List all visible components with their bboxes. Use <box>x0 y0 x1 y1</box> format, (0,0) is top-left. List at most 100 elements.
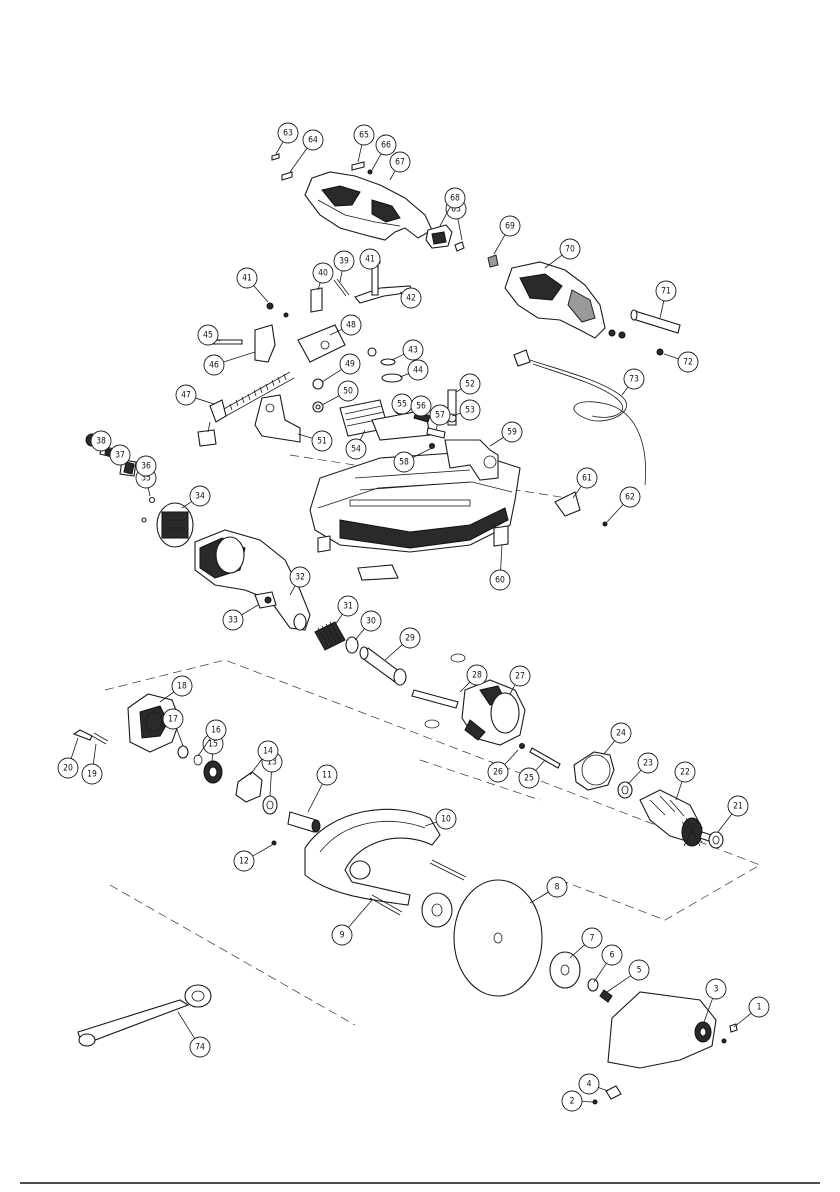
callout-number: 38 <box>96 437 106 447</box>
callout-71: 71 <box>656 281 676 318</box>
callout-number: 62 <box>625 493 635 503</box>
callout-57: 57 <box>430 405 450 430</box>
callout-number: 33 <box>228 616 238 626</box>
callout-leader-line <box>604 741 615 754</box>
callout-number: 50 <box>343 387 353 397</box>
callout-23: 23 <box>628 753 658 784</box>
callout-number: 5 <box>637 966 642 976</box>
callout-leader-line <box>355 629 365 640</box>
callout-number: 69 <box>505 222 515 232</box>
clip-45-46 <box>212 303 288 362</box>
callout-leader-line <box>224 352 255 362</box>
callout-number: 6 <box>610 951 615 961</box>
callout-61: 61 <box>573 468 597 498</box>
callout-number: 66 <box>381 141 391 151</box>
callout-number: 23 <box>643 759 653 769</box>
callout-leader-line <box>501 545 502 570</box>
callout-number: 26 <box>493 768 503 778</box>
wheel-guard-part <box>305 809 440 905</box>
callout-number: 71 <box>661 287 671 297</box>
callout-leader-line <box>322 369 342 382</box>
callout-number: 16 <box>211 726 221 736</box>
callout-leader-line <box>607 504 623 522</box>
callout-number: 42 <box>406 294 416 304</box>
callout-leader-line <box>660 301 664 318</box>
callout-leader-line <box>494 235 505 254</box>
callout-number: 1 <box>757 1003 762 1013</box>
air-guide-part <box>574 752 614 790</box>
bracket-plate-part <box>298 325 345 362</box>
callout-25: 25 <box>519 760 545 788</box>
callout-leader-line <box>400 374 409 377</box>
callout-number: 8 <box>555 883 560 893</box>
lock-pin-parts <box>74 730 108 744</box>
cutting-wheel-part <box>454 880 542 996</box>
callout-number: 4 <box>587 1080 592 1090</box>
pins-39-40 <box>311 279 349 312</box>
callout-7: 7 <box>570 928 602 958</box>
screw-25-pin-26 <box>520 744 561 769</box>
callout-leader-line <box>582 1101 593 1102</box>
callout-leader-line <box>270 772 271 796</box>
callout-number: 45 <box>203 331 213 341</box>
callout-60: 60 <box>490 545 510 590</box>
callout-number: 46 <box>209 361 219 371</box>
callout-leader-line <box>182 502 192 508</box>
callout-59: 59 <box>490 422 522 446</box>
callout-leader-line <box>242 605 258 615</box>
callout-number: 24 <box>616 729 626 739</box>
callout-leader-line <box>718 814 732 832</box>
callout-leader-line <box>594 963 606 982</box>
callout-number: 14 <box>263 747 273 757</box>
spring-part <box>315 622 345 650</box>
callout-number: 18 <box>177 682 187 692</box>
callout-34: 34 <box>182 486 210 508</box>
callout-29: 29 <box>385 628 420 660</box>
callout-74: 74 <box>178 1012 210 1057</box>
callout-47: 47 <box>176 385 214 405</box>
callout-number: 63 <box>283 129 293 139</box>
callout-62: 62 <box>607 487 640 522</box>
lock-lever-part <box>355 259 412 382</box>
callout-70: 70 <box>545 239 580 268</box>
callout-number: 68 <box>450 194 460 204</box>
callout-number: 17 <box>168 715 178 725</box>
callout-number: 73 <box>629 375 639 385</box>
callout-26: 26 <box>488 750 518 782</box>
bearing-21 <box>709 832 723 848</box>
callout-number: 53 <box>465 406 475 416</box>
callout-number: 37 <box>115 451 125 461</box>
callout-number: 72 <box>683 358 693 368</box>
callout-41: 41 <box>237 268 268 302</box>
callout-number: 60 <box>495 576 505 586</box>
callout-number: 32 <box>295 573 305 583</box>
callout-leader-line <box>358 145 362 162</box>
callout-leader-line <box>505 750 518 765</box>
callout-36: 36 <box>132 456 156 476</box>
vise-bracket-part <box>255 395 300 442</box>
armature-part <box>640 790 714 846</box>
callout-18: 18 <box>160 676 192 702</box>
callout-leader-line <box>290 148 307 172</box>
callout-leader-line <box>676 782 682 800</box>
callout-51: 51 <box>298 431 332 451</box>
callout-1: 1 <box>734 997 769 1027</box>
nut-72 <box>657 349 663 355</box>
callout-leader-line <box>148 488 150 496</box>
callout-leader-line <box>458 219 462 240</box>
callout-63: 63 <box>276 123 298 154</box>
callout-20: 20 <box>58 738 78 778</box>
callout-65: 65 <box>354 125 374 162</box>
callout-leader-line <box>436 425 437 430</box>
callout-50: 50 <box>322 381 358 405</box>
screw-62 <box>603 522 607 526</box>
callout-6: 6 <box>594 945 622 982</box>
callout-number: 39 <box>339 257 349 267</box>
callout-leader-line <box>490 437 504 446</box>
callout-number: 11 <box>322 771 332 781</box>
callout-number: 2 <box>570 1097 575 1107</box>
callout-leader-line <box>349 900 372 927</box>
callout-number: 40 <box>318 269 328 279</box>
motor-stator-part <box>462 680 525 745</box>
